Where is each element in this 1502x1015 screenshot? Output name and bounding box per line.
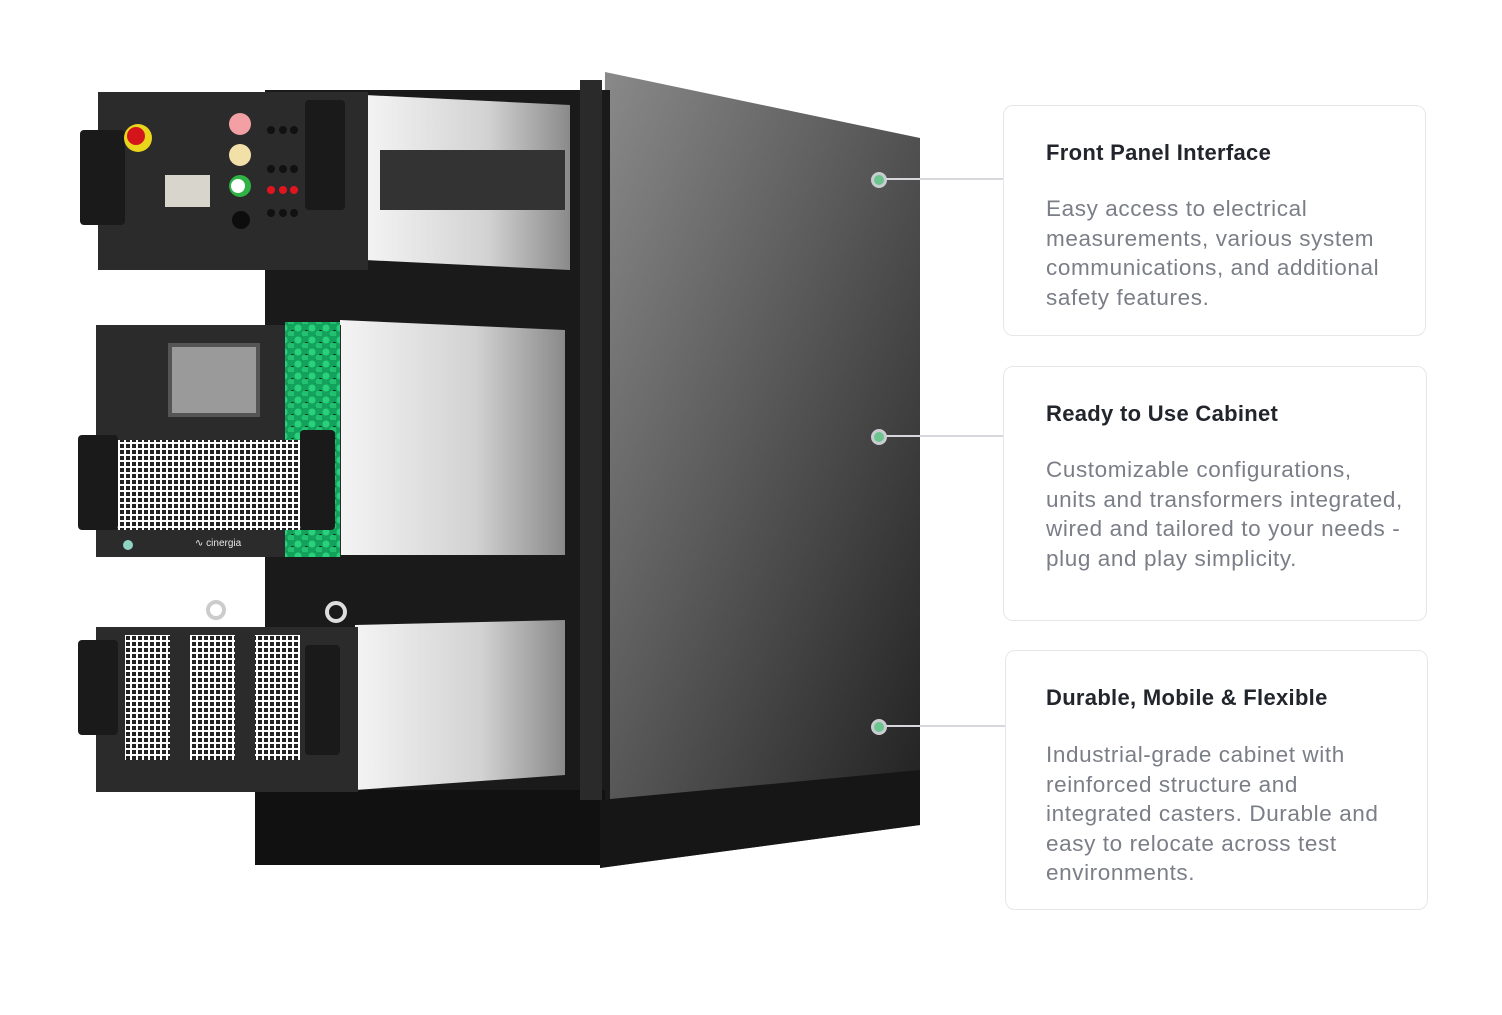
cabinet-side-panel — [600, 72, 920, 868]
feature-title: Ready to Use Cabinet — [1046, 401, 1279, 426]
callout-dot-cabinet — [871, 429, 887, 445]
feature-title: Durable, Mobile & Flexible — [1046, 685, 1328, 710]
feature-card-durable: Durable, Mobile & Flexible Industrial-gr… — [1005, 650, 1428, 910]
feature-title: Front Panel Interface — [1046, 140, 1272, 165]
feature-description: Easy access to electrical measurements, … — [1046, 196, 1380, 310]
callout-dot-front-panel — [871, 172, 887, 188]
cabinet-product-image — [78, 72, 920, 868]
front-panel-module — [80, 92, 570, 270]
feature-description: Industrial-grade cabinet with reinforced… — [1046, 742, 1379, 885]
cinergia-logo: ∿ cinergia — [195, 538, 242, 549]
feature-card-front-panel: Front Panel Interface Easy access to ele… — [1003, 105, 1426, 336]
feature-card-cabinet: Ready to Use Cabinet Customizable config… — [1003, 366, 1427, 621]
callout-dot-durable — [871, 719, 887, 735]
power-unit-module — [78, 320, 565, 557]
fan-unit-module — [78, 600, 565, 792]
feature-description: Customizable configurations, units and t… — [1046, 457, 1403, 571]
